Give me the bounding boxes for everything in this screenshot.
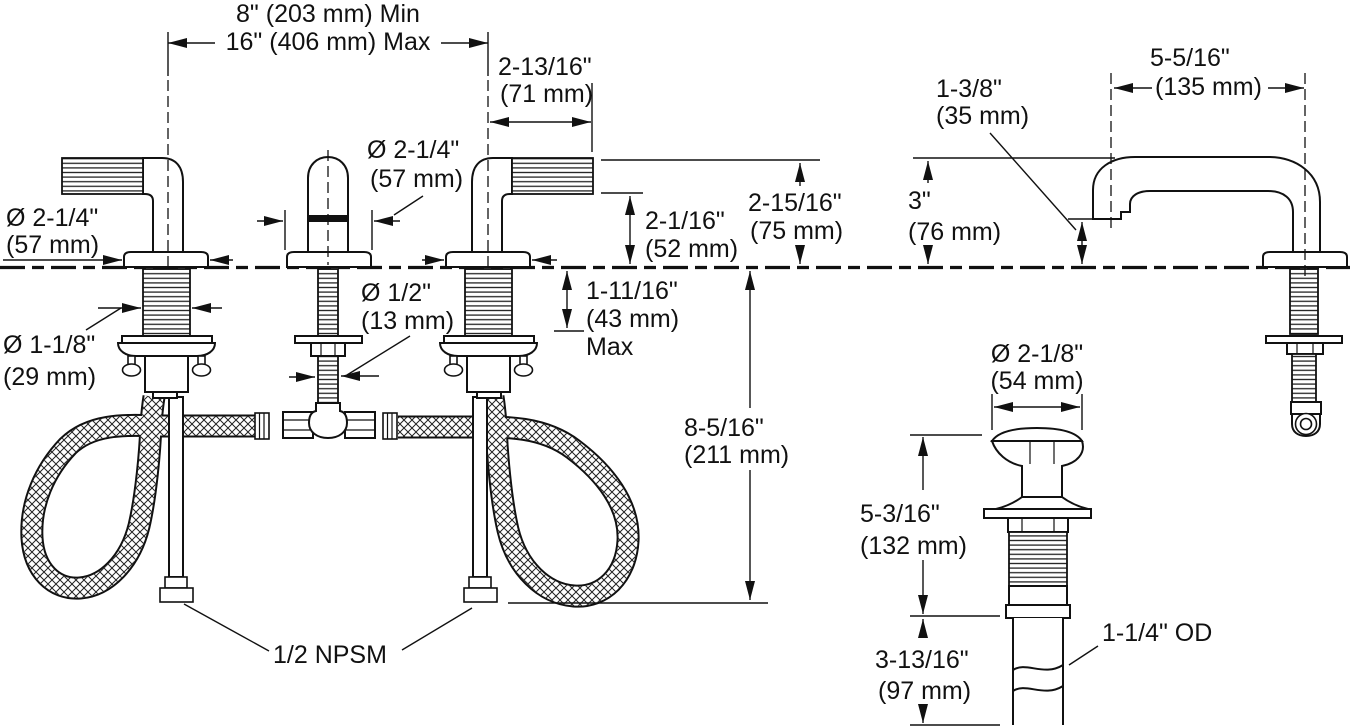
spout-front-view	[286, 155, 372, 268]
dim-deck-thickness-mm: (43 mm)	[586, 305, 679, 333]
tee-fitting	[254, 402, 398, 440]
dim-spout-height-in: 3"	[908, 187, 931, 215]
dim-handle-height-in: 2-15/16"	[748, 189, 842, 217]
dim-shank-dia-in: Ø 1-1/8"	[3, 331, 95, 359]
dim-spout-height-mm: (76 mm)	[908, 218, 1001, 246]
dim-handle-reach-mm: (71 mm)	[500, 80, 593, 108]
dim-grip-clearance-mm: (52 mm)	[645, 235, 738, 263]
right-supply-hose	[398, 397, 628, 596]
drain-assembly	[983, 426, 1092, 725]
dim-supply-length-mm: (211 mm)	[684, 441, 789, 469]
dim-handle-base-dia-in: Ø 2-1/4"	[6, 204, 98, 232]
right-handle	[445, 157, 594, 268]
left-handle-flange	[123, 251, 209, 268]
dim-rod-dia-in: Ø 1/2"	[361, 279, 431, 307]
dim-tailpiece-length-in: 3-13/16"	[875, 646, 969, 674]
dim-spout-reach-in: 5-5/16"	[1150, 44, 1230, 72]
spout-side-view	[1092, 156, 1348, 438]
dim-deck-thickness-in: 1-11/16"	[586, 277, 678, 305]
dim-spout-base-dia-mm: (57 mm)	[370, 165, 463, 193]
dim-drain-dia-mm: (54 mm)	[990, 367, 1083, 395]
dim-supply-length-in: 8-5/16"	[684, 414, 764, 442]
dim-outlet-clearance-mm: (35 mm)	[936, 102, 1029, 130]
dim-outlet-clearance-in: 1-3/8"	[936, 75, 1002, 103]
dimension-labels: 8" (203 mm) Min 16" (406 mm) Max 2-13/16…	[3, 0, 1262, 705]
dim-drain-body-in: 5-3/16"	[860, 500, 940, 528]
dim-deck-thickness-note: Max	[586, 333, 634, 361]
left-supply-hose	[32, 397, 255, 588]
dim-drain-body-mm: (132 mm)	[860, 532, 967, 560]
dimension-lines	[3, 38, 1304, 726]
drain-tailpiece	[1012, 618, 1064, 725]
dim-handle-reach-in: 2-13/16"	[498, 53, 592, 81]
spout-flange	[286, 251, 372, 268]
dim-spread-max: 16" (406 mm) Max	[226, 28, 431, 56]
dim-handle-base-dia-mm: (57 mm)	[6, 231, 99, 259]
dim-spout-reach-mm: (135 mm)	[1155, 73, 1262, 101]
dim-shank-dia-mm: (29 mm)	[3, 363, 96, 391]
dim-drain-dia-in: Ø 2-1/8"	[991, 340, 1083, 368]
dim-tailpiece-length-mm: (97 mm)	[878, 677, 971, 705]
left-handle	[61, 157, 209, 268]
label-supply-thread: 1/2 NPSM	[273, 641, 387, 669]
dim-grip-clearance-in: 2-1/16"	[645, 207, 725, 235]
dim-handle-height-mm: (75 mm)	[750, 217, 843, 245]
spout-supply-rod	[294, 268, 363, 404]
dim-spout-base-dia-in: Ø 2-1/4"	[367, 136, 459, 164]
left-valve-assembly	[116, 268, 217, 603]
right-valve-assembly	[438, 268, 539, 603]
dim-rod-dia-mm: (13 mm)	[361, 307, 454, 335]
dim-spread-min: 8" (203 mm) Min	[236, 0, 420, 28]
label-tailpiece-od: 1-1/4" OD	[1102, 619, 1212, 647]
